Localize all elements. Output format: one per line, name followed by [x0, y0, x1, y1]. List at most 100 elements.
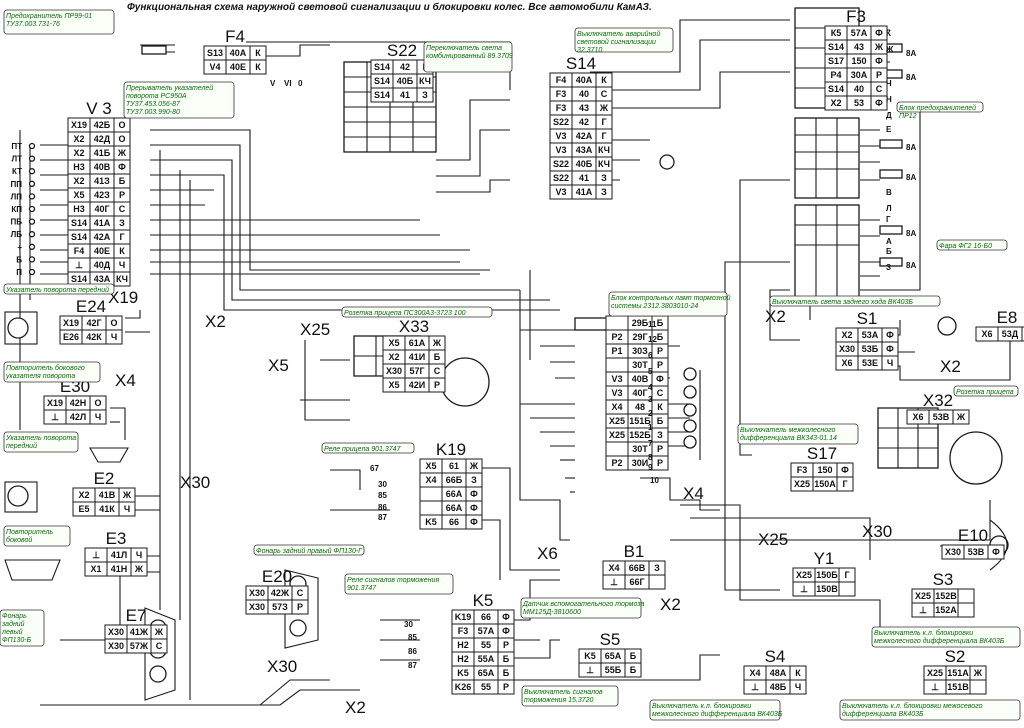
connector-cell-text: 40Б — [576, 159, 593, 169]
connector-cell-text: F3 — [556, 103, 567, 113]
connector-cell-text: X2 — [73, 148, 84, 158]
connector-cell-text: E5 — [78, 504, 89, 514]
terminal-label: КТ — [12, 167, 22, 176]
annotation-box — [649, 699, 781, 721]
connector-cell-text: 42З — [94, 190, 110, 200]
connector-cell-text: Ж — [599, 103, 609, 113]
annotation-text: передний — [6, 442, 37, 450]
connector-cell — [952, 409, 970, 425]
connector-cell — [249, 59, 267, 75]
connector-cell-text: 48А — [770, 668, 787, 678]
annotation-text: ТУ37.453.056-87 — [126, 101, 181, 108]
connector-cell-text: С — [156, 641, 163, 651]
connector-cell — [870, 95, 888, 111]
connector-cell-text: F4 — [556, 75, 567, 85]
connector-cell-text: 53Б — [862, 344, 879, 354]
connector-cell-text: О — [110, 318, 117, 328]
component-label: Y1 — [814, 549, 835, 568]
connector-cell-text: 66А — [446, 503, 463, 513]
annotation-text: левый — [1, 628, 23, 636]
connector-cell-text: К — [601, 75, 607, 85]
connector-cell-text: 150 — [851, 56, 866, 66]
connector-cell-text: 42А — [94, 232, 111, 242]
connector-cell-text: К — [657, 402, 663, 412]
relay-pin: 86 — [408, 647, 417, 656]
connector-cell-text: 43 — [854, 42, 864, 52]
terminal-label: ЛТ — [12, 155, 23, 164]
connector-cell-text: X4 — [608, 563, 619, 573]
connector-cell-text: Ж — [469, 461, 479, 471]
connector-cell-text: 41И — [409, 352, 425, 362]
connector-cell-text: X2 — [78, 490, 89, 500]
connector-cell-text: 40 — [854, 84, 864, 94]
connector-cell-text: Ф — [470, 489, 478, 499]
connector-cell-text: 152А — [935, 605, 957, 615]
connector-cell-text: 65А — [478, 668, 495, 678]
terminal-label: КП — [11, 205, 22, 214]
connector-cell-text: K5 — [584, 651, 596, 661]
connector-cell-text: 150 — [817, 465, 832, 475]
terminal-dot — [28, 142, 36, 150]
annotation-text: Выключатель сигналов — [524, 689, 603, 696]
h3-pin-number: 2 — [648, 409, 653, 418]
connector-cell-text: 40Е — [230, 62, 246, 72]
pin-label: В — [886, 188, 892, 197]
connector-cell-text: S14 — [374, 76, 390, 86]
fuse-rating: 8А — [906, 49, 916, 58]
annotation-text: комбинированный 89.3709 — [426, 52, 513, 60]
connector-cell-text: С — [876, 84, 883, 94]
fuses — [141, 43, 903, 267]
connector-cell-text: 55 — [481, 682, 491, 692]
connector-cell-text: 43А — [94, 274, 111, 284]
connector-label: X4 — [115, 371, 136, 390]
connector-cell-text: H3 — [73, 204, 85, 214]
annotation-note: Датчик вспомогательного тормозаММ125Д-38… — [520, 597, 644, 619]
connector-cell-text: S14 — [374, 90, 390, 100]
connector-cell-text: ⊥ — [75, 260, 83, 270]
connector-cell-text: Р — [503, 640, 509, 650]
connector-cell — [118, 501, 136, 517]
connector-cell-text: 41Л — [111, 550, 127, 560]
annotation-box — [0, 609, 45, 647]
connector-cell-text: S14 — [374, 62, 390, 72]
annotation-text: задний — [1, 620, 25, 628]
connector-cell-text: X6 — [981, 329, 992, 339]
pin-label: Ж — [885, 45, 894, 54]
switch-position-label: VI — [284, 79, 292, 88]
connector-cell — [605, 441, 629, 457]
component-label: E20 — [262, 567, 292, 586]
connector-cell-text: Ж — [973, 668, 983, 678]
connector-cell-text: X5 — [425, 461, 436, 471]
connector-cell-text: 30Т — [632, 444, 648, 454]
connector-cell-text: Ч — [124, 504, 130, 514]
connector-cell — [789, 679, 807, 695]
component-label: S3 — [933, 570, 954, 589]
annotation-text: Реле сигналов торможения — [347, 577, 439, 584]
fuse-rating: 8А — [906, 73, 916, 82]
connector-cell-text: Г — [601, 131, 606, 141]
connector-cell-text: С — [601, 89, 608, 99]
connector-cell-text: Р4 — [830, 70, 841, 80]
annotation-text: Выключатель к.л. блокировки — [874, 629, 973, 637]
connector-cell-text: X30 — [249, 602, 265, 612]
component-label: B1 — [624, 542, 645, 561]
annotation-box — [574, 27, 674, 53]
connector-cell-text: 150В — [816, 584, 838, 594]
connector-cell-text: 40 — [579, 89, 589, 99]
connector-cell-text: 42Н — [70, 398, 87, 408]
connector-cell-text: F3 — [458, 626, 469, 636]
connector-cell-text: Р — [657, 346, 663, 356]
pin-label: Г — [886, 215, 891, 224]
connector-cell-text: X19 — [71, 120, 87, 130]
relay-pin: 30 — [404, 620, 413, 629]
